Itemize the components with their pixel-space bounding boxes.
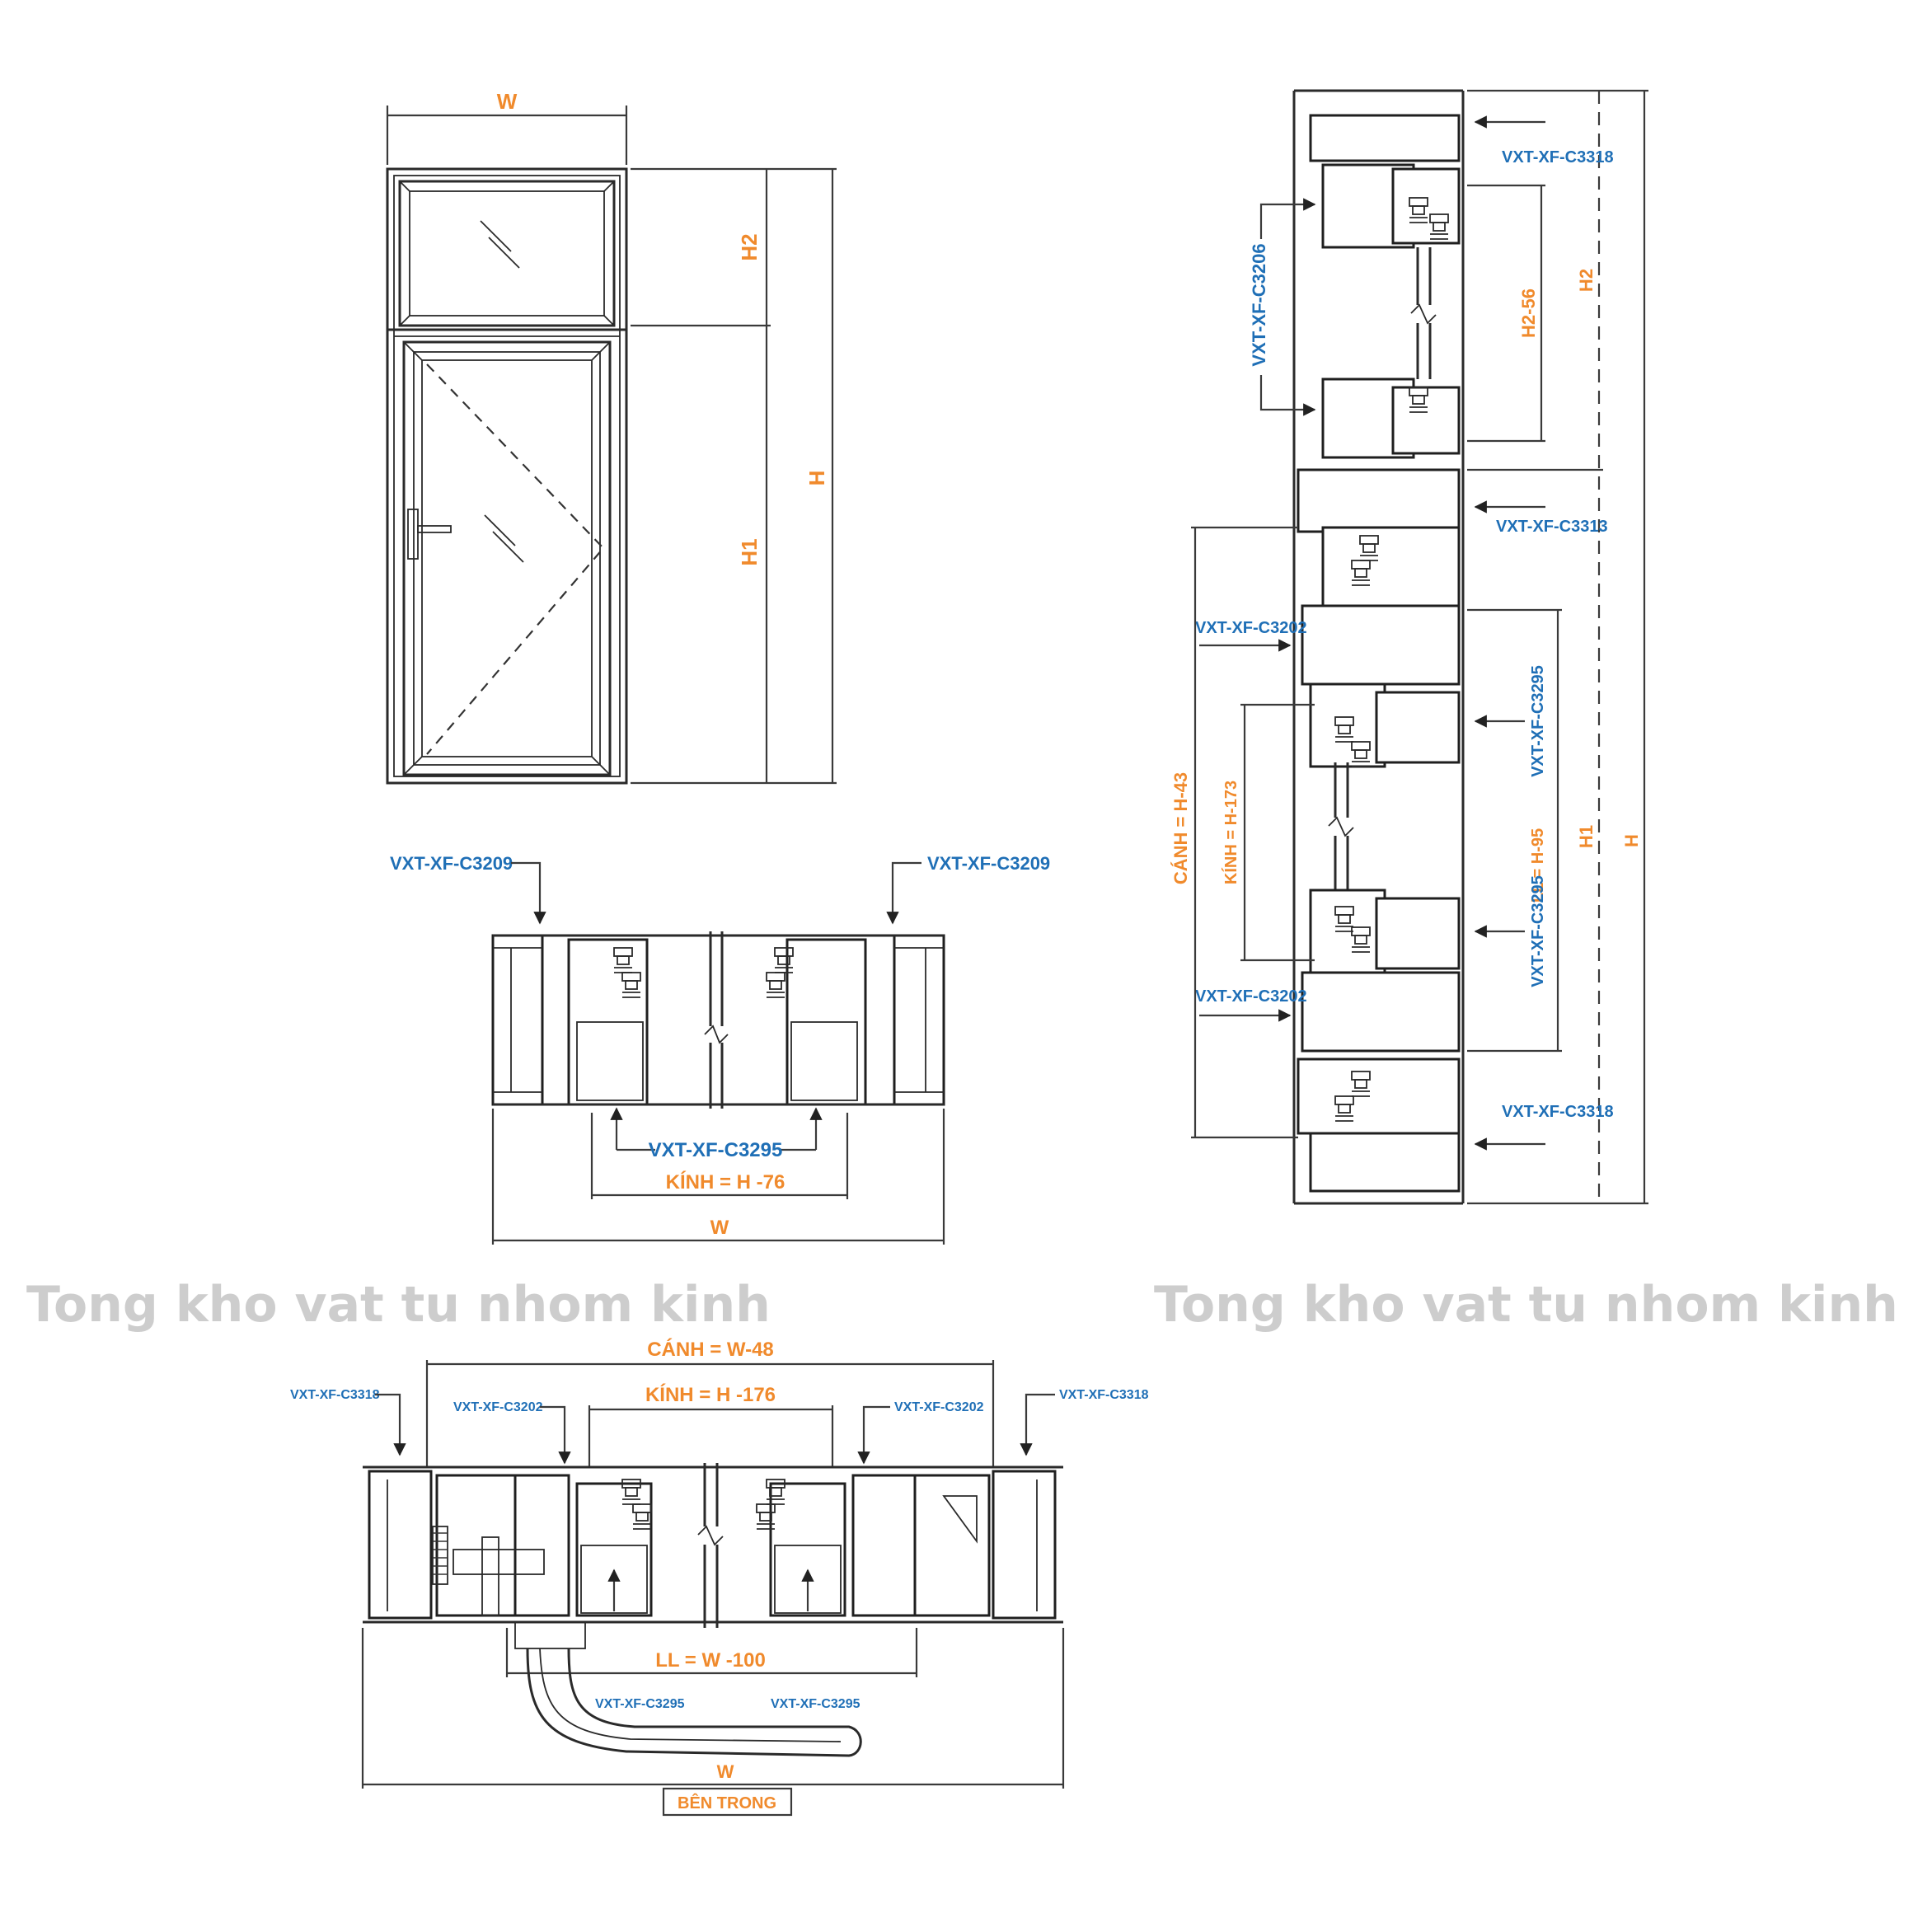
ds-right-bead-code: VXT-XF-C3295 [771, 1697, 860, 1711]
ds-glass-dim: KÍNH = H -176 [645, 1383, 776, 1406]
vs-sash-top-code: VXT-XF-C3202 [1195, 619, 1307, 637]
vs-mullion-code: VXT-XF-C3313 [1496, 518, 1608, 536]
vertical-section: VXT-XF-C3318 H2-56 H2 VXT-XF-C3313 VXT-X… [1170, 89, 1648, 1205]
vs-sash-bottom-code: VXT-XF-C3202 [1195, 987, 1307, 1006]
ds-ll-dim: LL = W -100 [655, 1649, 766, 1672]
vs-h2-minus: H2-56 [1518, 288, 1539, 338]
door-sash [402, 340, 612, 776]
outer-frame [386, 167, 628, 785]
transom-w-label: W [710, 1217, 729, 1239]
h1-label: H1 [737, 538, 762, 565]
ds-left-frame-code: VXT-XF-C3318 [290, 1388, 380, 1402]
ds-w-label: W [717, 1761, 734, 1782]
door-section: CÁNH = W-48 KÍNH = H -176 VXT-XF-C3318 V… [290, 1338, 1149, 1817]
door-handle-icon [407, 509, 452, 560]
transom-right-code: VXT-XF-C3209 [927, 853, 1050, 874]
inside-label-box [662, 1787, 793, 1817]
ds-right-frame-code: VXT-XF-C3318 [1059, 1388, 1149, 1402]
ds-right-sash-code: VXT-XF-C3202 [894, 1400, 984, 1414]
vs-transom-code: VXT-XF-C3206 [1249, 243, 1269, 366]
front-elevation: W [386, 89, 837, 785]
vs-top-frame-code: VXT-XF-C3318 [1502, 148, 1614, 166]
lever-handle-icon [514, 1621, 862, 1757]
watermark-left: Tong kho vat tu nhom kinh [26, 1276, 771, 1334]
lock-hatch-icon [432, 1526, 448, 1585]
ds-inside-label: BÊN TRONG [678, 1793, 776, 1812]
vs-glass-dim: KÍNH = H-173 [1222, 781, 1240, 884]
transom-left-code: VXT-XF-C3209 [390, 853, 513, 874]
transom-panel [398, 180, 616, 327]
ds-left-sash-code: VXT-XF-C3202 [453, 1400, 543, 1414]
transom-glass-dim: KÍNH = H -76 [666, 1170, 785, 1193]
elevation-w-label: W [497, 89, 518, 114]
h2-label: H2 [737, 233, 762, 260]
ds-sash-dim: CÁNH = W-48 [647, 1338, 774, 1361]
vs-sash-dim: CÁNH = H-43 [1170, 772, 1191, 884]
h-label: H [804, 471, 829, 486]
vs-h: H [1621, 834, 1642, 847]
vs-h1: H1 [1576, 825, 1597, 848]
transom-bead-code: VXT-XF-C3295 [649, 1139, 783, 1161]
vs-bead-top-code: VXT-XF-C3295 [1529, 665, 1547, 777]
vs-ll-dim: LL = H-95 [1529, 828, 1547, 903]
ds-left-bead-code: VXT-XF-C3295 [595, 1697, 685, 1711]
watermark-right: Tong kho vat tu nhom kinh [1154, 1276, 1898, 1334]
transom-section: VXT-XF-C3209 VXT-XF-C3209 [390, 853, 1050, 1245]
vs-bead-bottom-code: VXT-XF-C3295 [1529, 875, 1547, 987]
vs-bottom-frame-code: VXT-XF-C3318 [1502, 1103, 1614, 1121]
vs-h2: H2 [1576, 269, 1597, 292]
